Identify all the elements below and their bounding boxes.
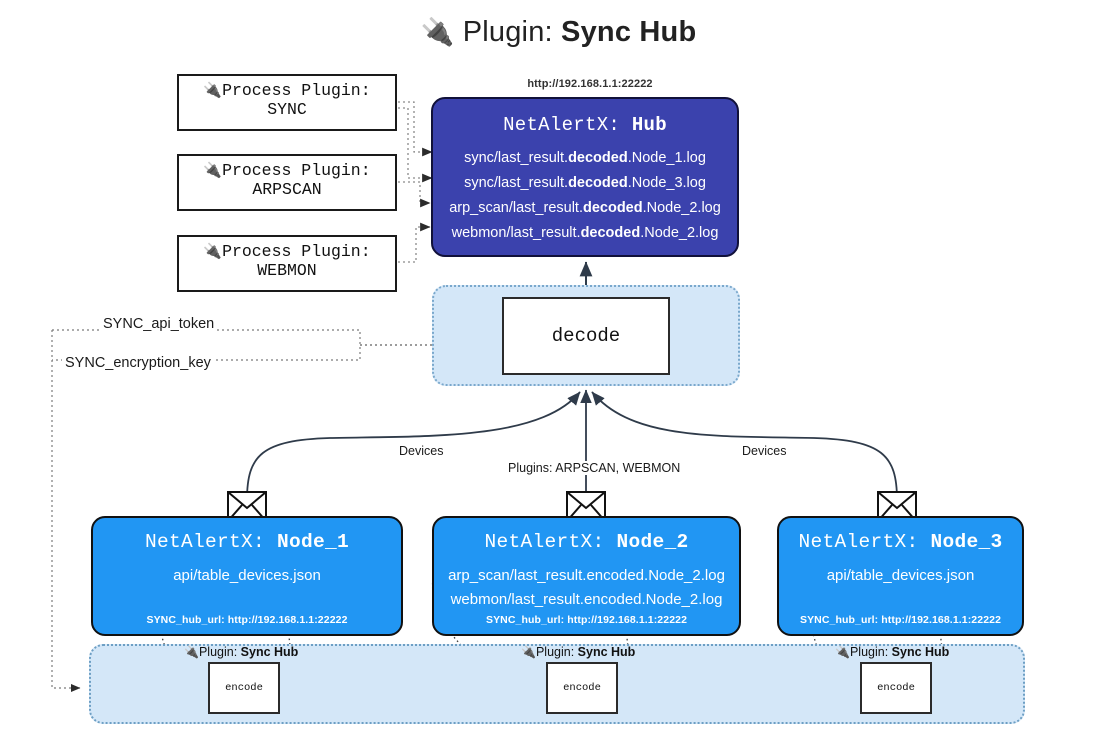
plug-icon: 🔌: [184, 645, 199, 659]
process-plugin-name: WEBMON: [257, 261, 317, 281]
node-artifact: api/table_devices.json: [826, 567, 975, 584]
node-title: NetAlertX: Node_3: [779, 531, 1022, 553]
plug-icon: 🔌: [835, 645, 850, 659]
node-artifact-list: api/table_devices.json: [93, 564, 401, 588]
node-hub-url: SYNC_hub_url: http://192.168.1.1:22222: [485, 614, 688, 626]
encode-box-node-3[interactable]: encode: [860, 662, 932, 714]
process-plugin-box-sync[interactable]: 🔌Process Plugin: SYNC: [177, 74, 397, 131]
node-artifact: webmon/last_result.encoded.Node_2.log: [450, 591, 723, 609]
env-label-encryption-key: SYNC_encryption_key: [62, 355, 214, 371]
plugin-caption-node-3: 🔌Plugin: Sync Hub: [835, 645, 950, 659]
node-artifact: api/table_devices.json: [173, 567, 321, 584]
encode-box-node-2[interactable]: encode: [546, 662, 618, 714]
process-plugin-name: ARPSCAN: [252, 180, 322, 200]
plugin-caption-node-2: 🔌Plugin: Sync Hub: [521, 645, 636, 659]
page-title-prefix: Plugin:: [462, 16, 553, 48]
hub-url-label: http://192.168.1.1:22222: [527, 78, 653, 90]
edge-label-devices-left: Devices: [395, 444, 448, 458]
process-plugin-label: 🔌Process Plugin:: [203, 81, 371, 100]
page-title-name: Sync Hub: [561, 16, 697, 48]
node-title-prefix: NetAlertX:: [144, 531, 265, 553]
node-box-node-1[interactable]: NetAlertX: Node_1 api/table_devices.json…: [91, 516, 403, 636]
encode-box-node-1[interactable]: encode: [208, 662, 280, 714]
edge-label-devices-right: Devices: [738, 444, 791, 458]
node-hub-url: SYNC_hub_url: http://192.168.1.1:22222: [146, 614, 348, 626]
hub-title-name: Hub: [631, 114, 667, 136]
node-title: NetAlertX: Node_2: [434, 531, 739, 553]
node-title-name: Node_3: [930, 531, 1003, 553]
env-label-api-token: SYNC_api_token: [100, 316, 218, 332]
plugin-caption-node-1: 🔌Plugin: Sync Hub: [184, 645, 299, 659]
node-box-node-2[interactable]: NetAlertX: Node_2 arp_scan/last_result.e…: [432, 516, 741, 636]
node-box-node-3[interactable]: NetAlertX: Node_3 api/table_devices.json…: [777, 516, 1024, 636]
edge-label-plugins-center: Plugins: ARPSCAN, WEBMON: [504, 461, 685, 475]
plug-icon: 🔌: [203, 81, 223, 99]
node-artifact: arp_scan/last_result.encoded.Node_2.log: [448, 567, 725, 584]
node-title-name: Node_2: [616, 531, 689, 553]
hub-log-line: webmon/last_result.decoded.Node_2.log: [451, 224, 719, 241]
hub-log-list: sync/last_result.decoded.Node_1.log sync…: [433, 146, 737, 246]
process-plugin-label: 🔌Process Plugin:: [203, 161, 371, 180]
hub-log-line: arp_scan/last_result.decoded.Node_2.log: [449, 199, 721, 216]
plug-icon: 🔌: [203, 161, 223, 179]
process-plugin-box-arpscan[interactable]: 🔌Process Plugin: ARPSCAN: [177, 154, 397, 211]
plug-icon: 🔌: [203, 242, 223, 260]
page-title: 🔌 Plugin: Sync Hub: [0, 16, 1117, 49]
hub-node-box[interactable]: NetAlertX: Hub sync/last_result.decoded.…: [431, 97, 739, 257]
decode-box[interactable]: decode: [502, 297, 670, 375]
plug-icon: 🔌: [420, 17, 455, 47]
hub-log-line: sync/last_result.decoded.Node_1.log: [464, 150, 706, 166]
node-hub-url: SYNC_hub_url: http://192.168.1.1:22222: [799, 614, 1002, 626]
node-title-prefix: NetAlertX:: [798, 531, 919, 553]
node-artifact-list: api/table_devices.json: [779, 564, 1022, 588]
node-title: NetAlertX: Node_1: [93, 531, 401, 553]
process-plugin-label: 🔌Process Plugin:: [203, 242, 371, 261]
plug-icon: 🔌: [521, 645, 536, 659]
node-title-prefix: NetAlertX:: [484, 531, 605, 553]
process-plugin-name: SYNC: [267, 100, 307, 120]
hub-log-line: sync/last_result.decoded.Node_3.log: [464, 174, 706, 191]
hub-title-prefix: NetAlertX:: [503, 114, 621, 136]
node-title-name: Node_1: [277, 531, 350, 553]
hub-title: NetAlertX: Hub: [433, 114, 737, 136]
node-artifact-list: arp_scan/last_result.encoded.Node_2.log …: [434, 564, 739, 613]
process-plugin-box-webmon[interactable]: 🔌Process Plugin: WEBMON: [177, 235, 397, 292]
